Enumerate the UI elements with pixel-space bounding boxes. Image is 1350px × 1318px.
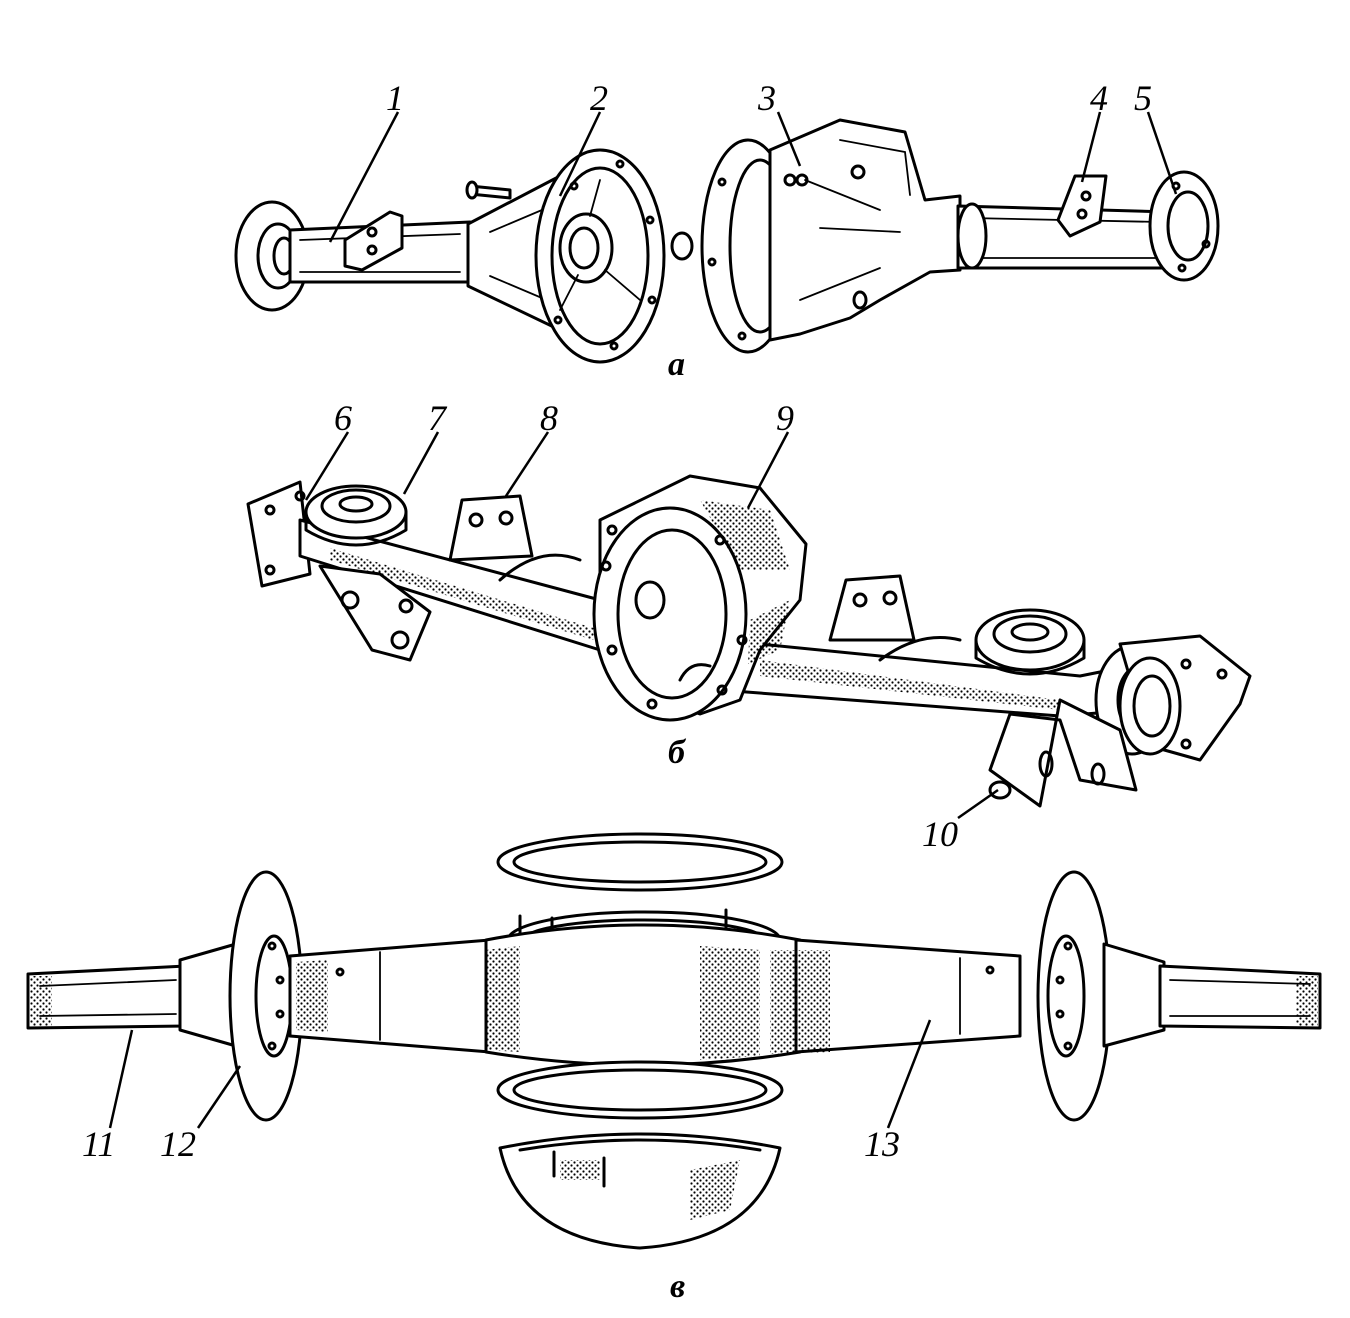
panel-b-drawing: [246, 431, 1252, 820]
label-9: 9: [776, 398, 794, 438]
label-13: 13: [864, 1124, 900, 1164]
label-12: 12: [160, 1124, 196, 1164]
label-7: 7: [428, 398, 446, 438]
caption-panel-c: в: [670, 1268, 686, 1305]
caption-panel-a: а: [668, 346, 685, 383]
label-4: 4: [1090, 78, 1108, 118]
label-10: 10: [922, 814, 958, 854]
label-11: 11: [82, 1124, 116, 1164]
label-1: 1: [386, 78, 404, 118]
panel-a-drawing: [234, 111, 1220, 364]
label-3: 3: [758, 78, 776, 118]
panel-c-drawing: [26, 832, 1322, 1250]
label-5: 5: [1134, 78, 1152, 118]
label-8: 8: [540, 398, 558, 438]
label-2: 2: [590, 78, 608, 118]
caption-panel-b: б: [668, 734, 685, 771]
label-6: 6: [334, 398, 352, 438]
